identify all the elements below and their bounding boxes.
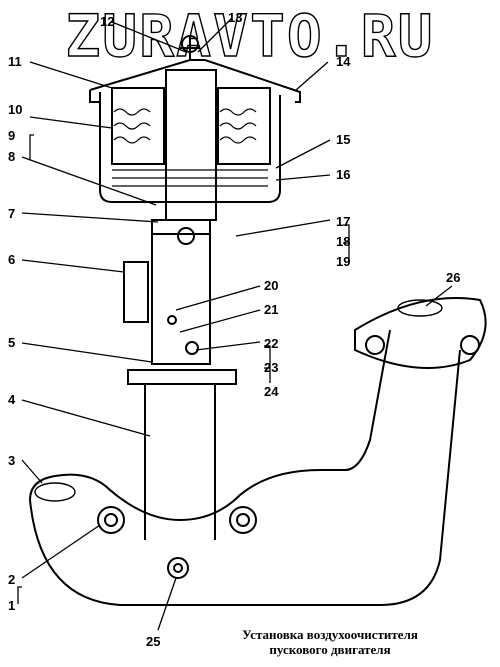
- valve-body: [151, 233, 211, 365]
- callout-24: 24: [264, 384, 279, 399]
- callout-3: 3: [8, 453, 15, 468]
- callout-17: 17: [336, 214, 350, 229]
- callout-12: 12: [100, 14, 114, 29]
- caption-line-1: Установка воздухоочистителя: [242, 627, 418, 642]
- filter-element-right: [217, 87, 271, 165]
- callout-15: 15: [336, 132, 350, 147]
- callout-labels: 1 2 3 4 5 6 7 8 9 10 11 12 13 14 15 16 1…: [8, 10, 460, 649]
- callout-7: 7: [8, 206, 15, 221]
- callout-18: 18: [336, 234, 350, 249]
- callout-5: 5: [8, 335, 15, 350]
- callout-10: 10: [8, 102, 22, 117]
- callout-19: 19: [336, 254, 350, 269]
- callout-13: 13: [228, 10, 242, 25]
- cleaner-housing: [99, 92, 281, 203]
- callout-26: 26: [446, 270, 460, 285]
- callout-8: 8: [8, 149, 15, 164]
- callout-21: 21: [264, 302, 278, 317]
- callout-4: 4: [8, 392, 16, 407]
- manifold: [29, 329, 391, 522]
- callout-9: 9: [8, 128, 15, 143]
- figure-caption: Установка воздухоочистителя пускового дв…: [160, 627, 500, 657]
- caption-line-2: пускового двигателя: [269, 642, 391, 657]
- drain-plug: [167, 557, 189, 579]
- callout-6: 6: [8, 252, 15, 267]
- flange: [127, 369, 237, 385]
- callout-1: 1: [8, 598, 15, 613]
- bolt-right: [229, 506, 257, 534]
- outlet-flange: [354, 297, 487, 369]
- cleaner-cap: [89, 59, 301, 103]
- callout-16: 16: [336, 167, 350, 182]
- callout-25: 25: [146, 634, 160, 649]
- filter-element-left: [111, 87, 165, 165]
- vertical-pipe: [144, 384, 216, 540]
- leader-lines: [17, 17, 453, 631]
- callout-2: 2: [8, 572, 15, 587]
- callout-20: 20: [264, 278, 278, 293]
- watermark-text: ZURAVTO.RU: [65, 1, 435, 70]
- callout-11: 11: [8, 54, 22, 69]
- center-tube: [165, 69, 217, 221]
- callout-14: 14: [336, 54, 351, 69]
- callout-23: 23: [264, 360, 278, 375]
- bolt-left: [97, 506, 125, 534]
- callout-22: 22: [264, 336, 278, 351]
- side-bracket: [123, 261, 149, 323]
